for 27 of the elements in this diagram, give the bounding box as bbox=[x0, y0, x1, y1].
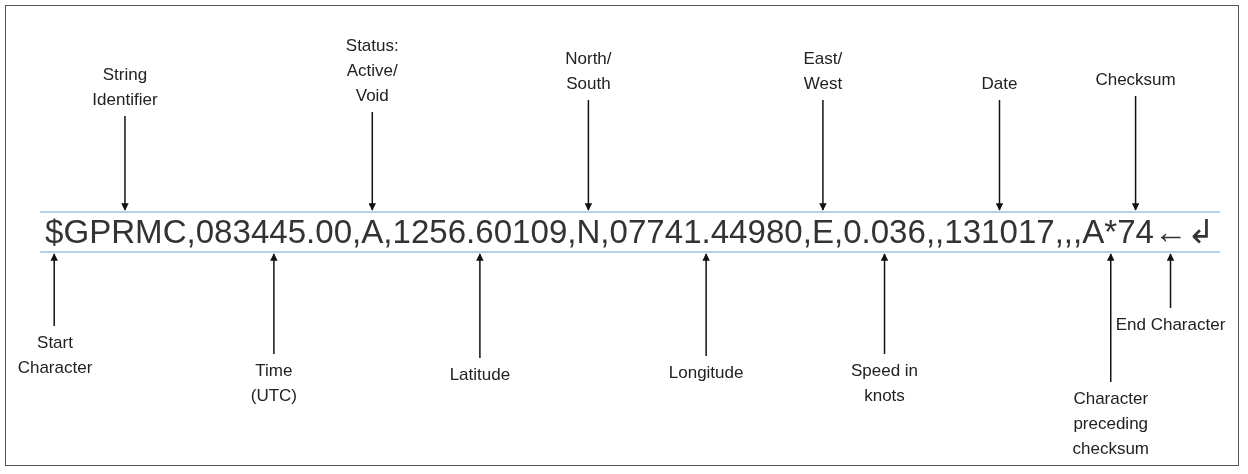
arrow bbox=[880, 253, 889, 355]
annotation-label: String Identifier bbox=[69, 62, 180, 112]
arrow bbox=[702, 253, 710, 357]
annotation-label: Date bbox=[969, 71, 1030, 96]
sentence-text: $GPRMC,083445.00,A,1256.60109,N,07741.44980,E,0.036,,131017,,,A*74←↲ bbox=[45, 212, 1215, 252]
annotation-label: Character preceding checksum bbox=[1065, 386, 1156, 461]
annotation-label: Longitude bbox=[651, 360, 762, 385]
annotation-label: Time (UTC) bbox=[243, 358, 304, 408]
arrow bbox=[270, 253, 278, 355]
arrow bbox=[50, 253, 58, 327]
annotation-label: Speed in knots bbox=[844, 358, 925, 408]
arrow bbox=[1131, 95, 1140, 211]
arrow bbox=[584, 99, 593, 211]
annotation-label: North/ South bbox=[553, 46, 624, 96]
arrow bbox=[1166, 253, 1175, 309]
arrow bbox=[819, 99, 827, 211]
annotation-label: East/ West bbox=[792, 46, 853, 96]
arrow bbox=[995, 99, 1004, 211]
annotation-label: Checksum bbox=[1085, 67, 1186, 92]
annotation-label: Latitude bbox=[434, 362, 525, 387]
arrow bbox=[368, 111, 377, 211]
annotation-label: Status: Active/ Void bbox=[332, 33, 413, 108]
annotation-label: Start Character bbox=[10, 330, 100, 380]
arrow bbox=[1107, 253, 1115, 383]
annotation-label: End Character bbox=[1110, 312, 1231, 337]
arrow bbox=[121, 115, 129, 211]
arrow bbox=[476, 253, 484, 359]
